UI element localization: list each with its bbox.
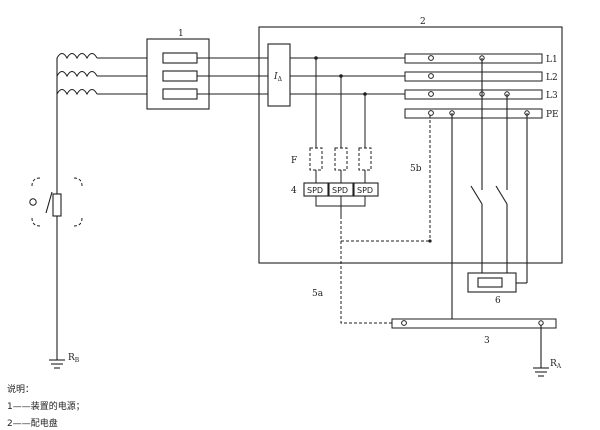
item-2-label: 2 <box>420 17 426 27</box>
item-3-label: 3 <box>484 336 490 346</box>
legend-item-2: 2——配电盘 <box>7 419 58 429</box>
spd-1-label: SPD <box>307 186 323 195</box>
switch-blade <box>45 191 53 214</box>
busbar-l1 <box>404 53 543 64</box>
spd-3-label: SPD <box>357 186 373 195</box>
busbar-pe <box>404 108 543 119</box>
spd-branch-conductors <box>315 58 366 183</box>
rcd-device <box>267 43 291 107</box>
label-l3: L3 <box>546 91 558 101</box>
board-feed-conductors <box>197 57 268 95</box>
source-ground-symbol <box>49 359 65 369</box>
busbar-l2 <box>404 71 543 82</box>
spd-3 <box>353 182 379 197</box>
load-switch-1 <box>470 185 483 205</box>
rb-label: RB <box>68 353 80 364</box>
source-coils <box>56 52 98 360</box>
label-5a: 5a <box>312 289 324 299</box>
legend-title: 说明： <box>7 385 35 395</box>
installation-ground-symbol <box>533 367 549 377</box>
rcd-output-conductors <box>290 57 407 95</box>
legend-item-1: 1——装置的电源； <box>7 402 85 412</box>
ra-label: RA <box>550 359 562 370</box>
spd-2-label: SPD <box>332 186 348 195</box>
spd-backup-fuses <box>309 147 372 171</box>
switch-contact <box>29 198 37 206</box>
label-5b: 5b <box>410 164 422 174</box>
item-6-label: 6 <box>495 296 501 306</box>
spd-output-conductors <box>315 196 366 216</box>
distribution-board <box>258 26 563 264</box>
label-pe: PE <box>546 110 559 120</box>
connection-5a <box>340 216 430 324</box>
impedance-switch-group <box>29 177 83 232</box>
load-switch-2 <box>495 185 508 205</box>
earthing-impedance <box>52 193 62 217</box>
spd-devices: SPD SPD SPD <box>303 182 379 197</box>
fuses <box>162 52 198 100</box>
rcd-label: IΔ <box>273 72 283 83</box>
item-4-label: 4 <box>291 186 297 196</box>
item-1-label: 1 <box>178 29 184 39</box>
label-l2: L2 <box>546 73 558 83</box>
main-earthing-terminal <box>391 318 557 329</box>
fuse-f-label: F <box>291 156 297 166</box>
equipment-6-inner <box>477 277 503 288</box>
busbars <box>404 53 543 119</box>
busbar-l3 <box>404 89 543 100</box>
label-l1: L1 <box>546 55 558 65</box>
